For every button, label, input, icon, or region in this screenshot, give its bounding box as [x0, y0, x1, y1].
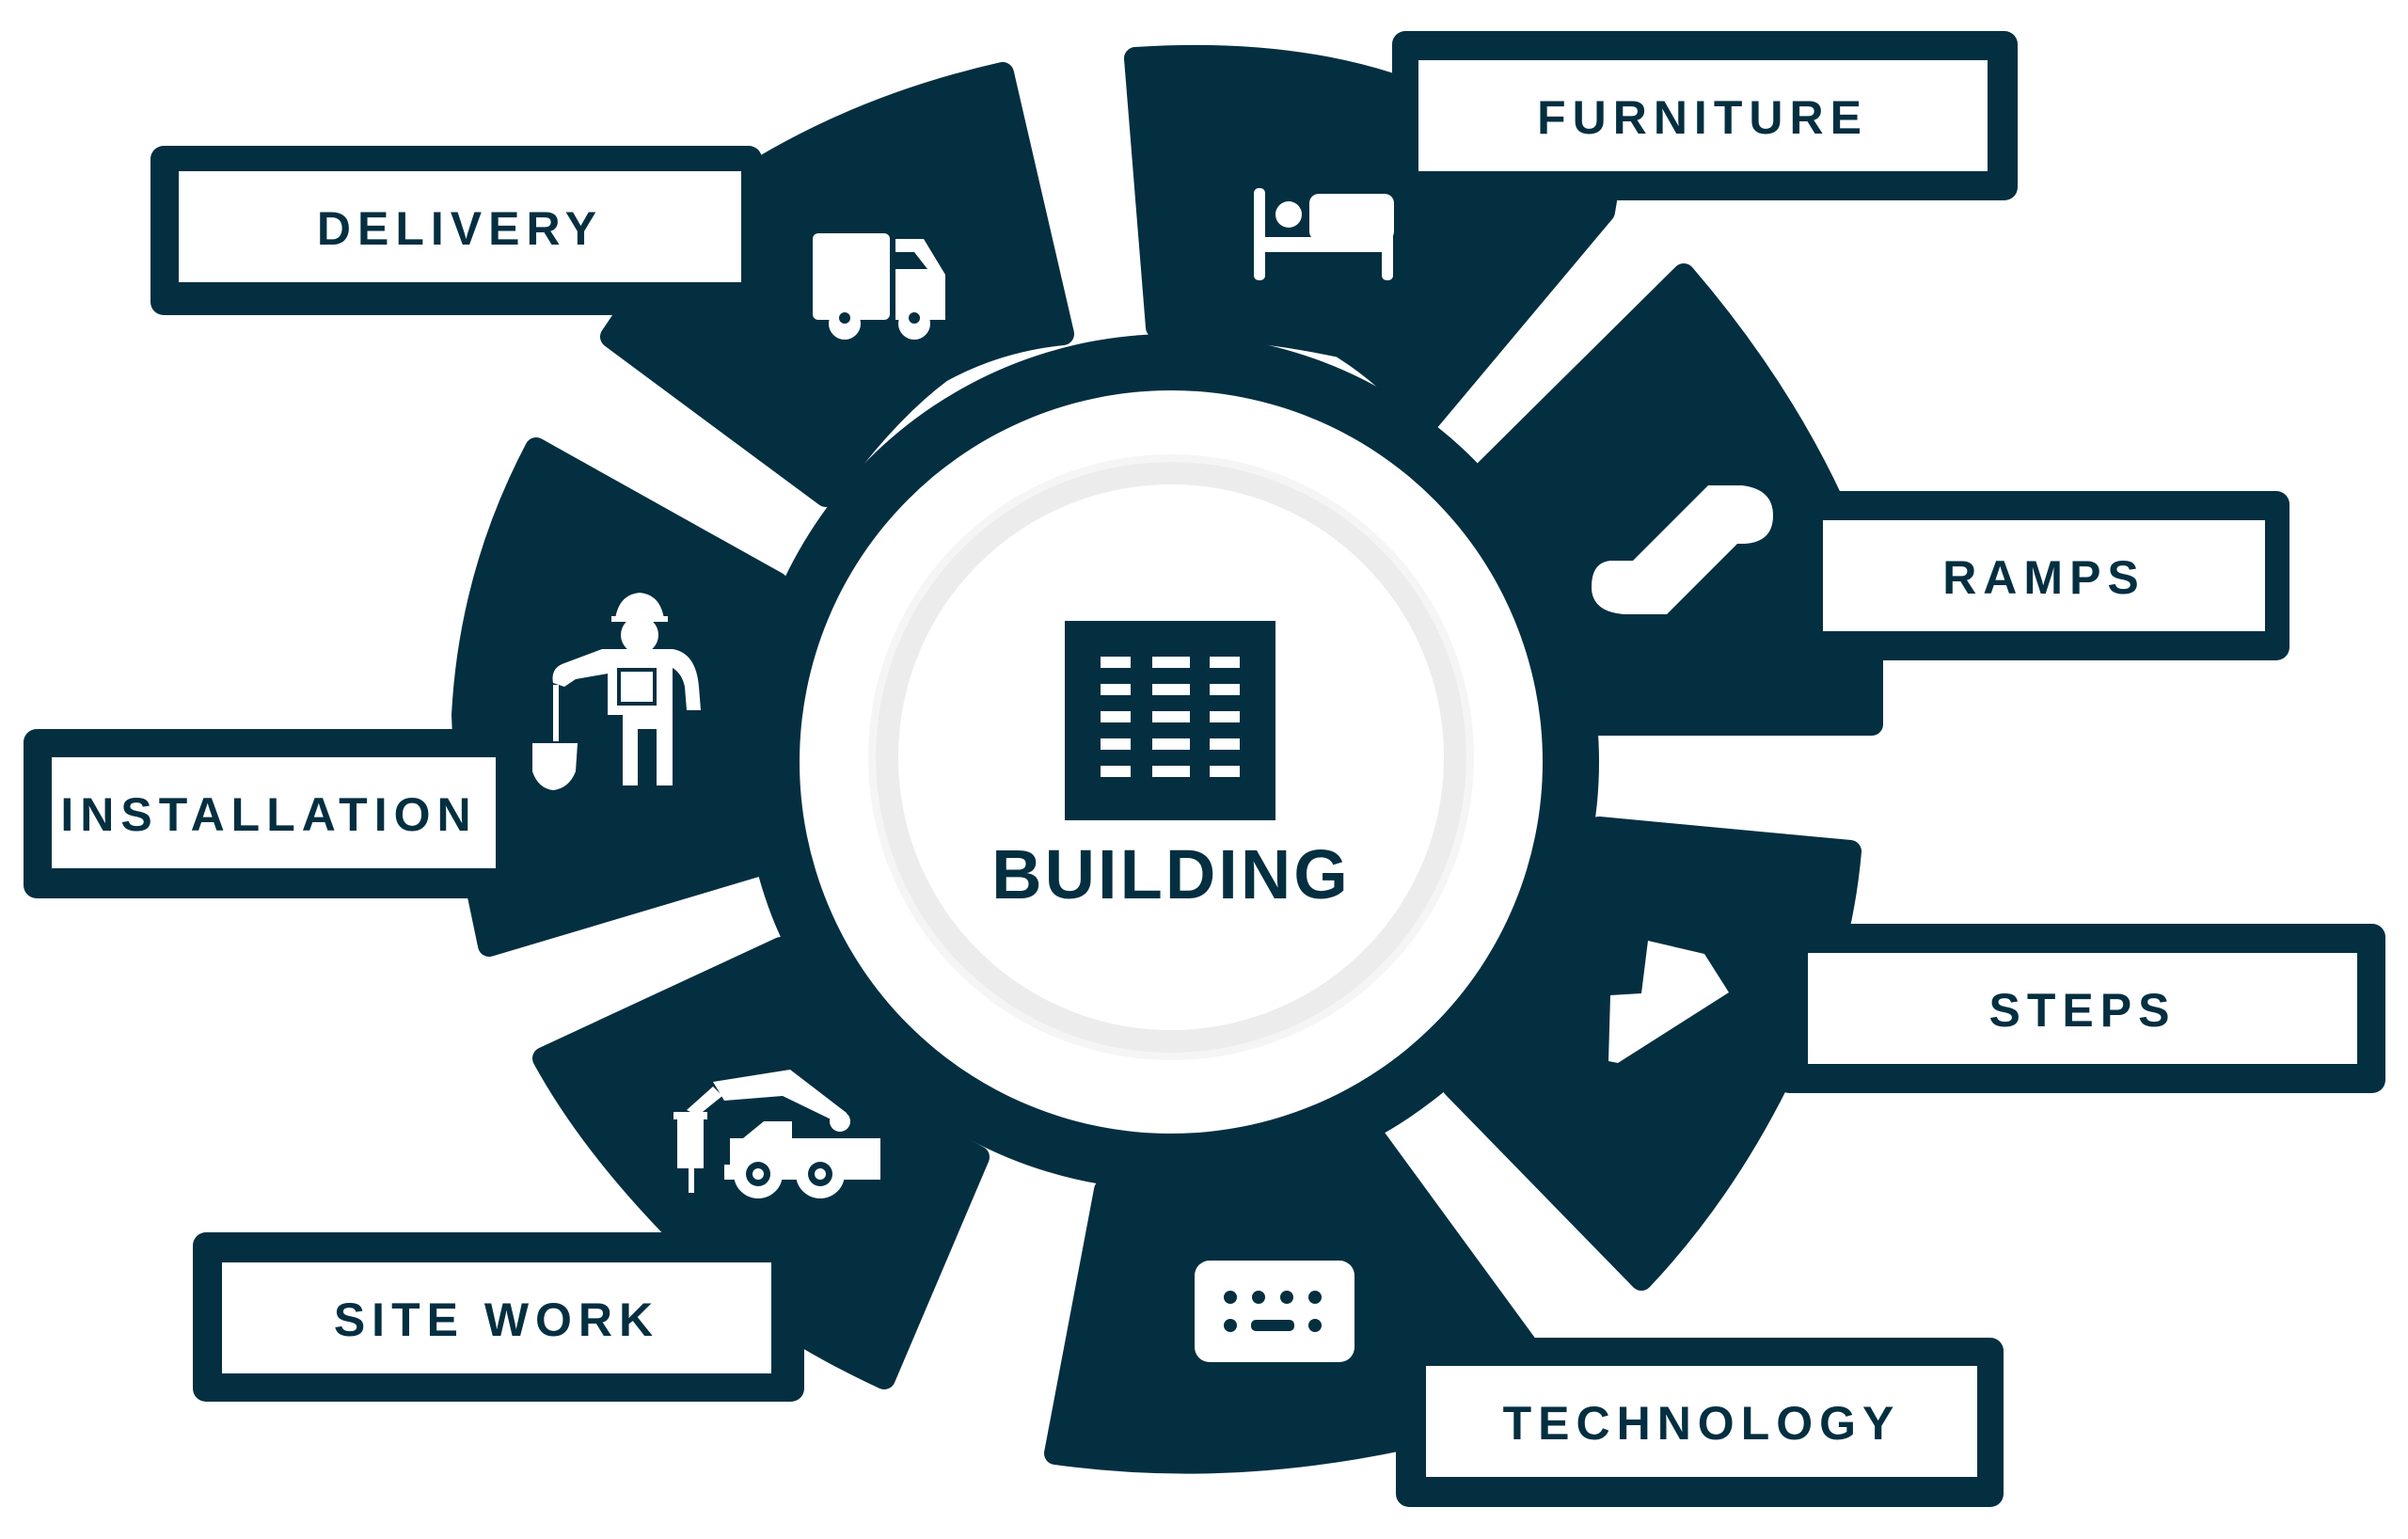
hub-inner-ring — [876, 462, 1466, 1053]
ramp-icon — [1592, 485, 1773, 614]
steps-icon — [1608, 941, 1729, 1063]
construction-vehicle-icon — [673, 1070, 880, 1198]
site-work-label: SITE WORK — [334, 1293, 659, 1346]
installation-label: INSTALLATION — [60, 788, 477, 841]
truck-icon — [813, 233, 945, 340]
building-icon — [1065, 621, 1275, 820]
delivery-label-box: DELIVERY — [150, 146, 762, 315]
label-boxes: DELIVERY FURNITURE RAMPS STEPS TECHNOLOG… — [24, 31, 2385, 1507]
ramps-label: RAMPS — [1942, 551, 2146, 604]
site-work-label-box: SITE WORK — [193, 1232, 804, 1402]
delivery-label: DELIVERY — [317, 202, 603, 255]
installation-label-box: INSTALLATION — [24, 729, 496, 898]
center-title: BUILDING — [991, 835, 1351, 913]
center-hub: BUILDING — [743, 334, 1599, 1190]
steps-label-box: STEPS — [1776, 924, 2385, 1093]
construction-worker-icon — [532, 593, 701, 790]
technology-label: TECHNOLOGY — [1503, 1397, 1901, 1450]
furniture-label: FURNITURE — [1537, 91, 1868, 144]
bed-icon — [1254, 188, 1394, 280]
ramps-label-box: RAMPS — [1800, 491, 2289, 660]
hub-inner-ring-shade — [868, 454, 1474, 1060]
steps-label: STEPS — [1989, 984, 2177, 1037]
furniture-label-box: FURNITURE — [1392, 31, 2018, 200]
keyboard-icon — [1195, 1261, 1354, 1362]
technology-label-box: TECHNOLOGY — [1396, 1338, 2004, 1507]
